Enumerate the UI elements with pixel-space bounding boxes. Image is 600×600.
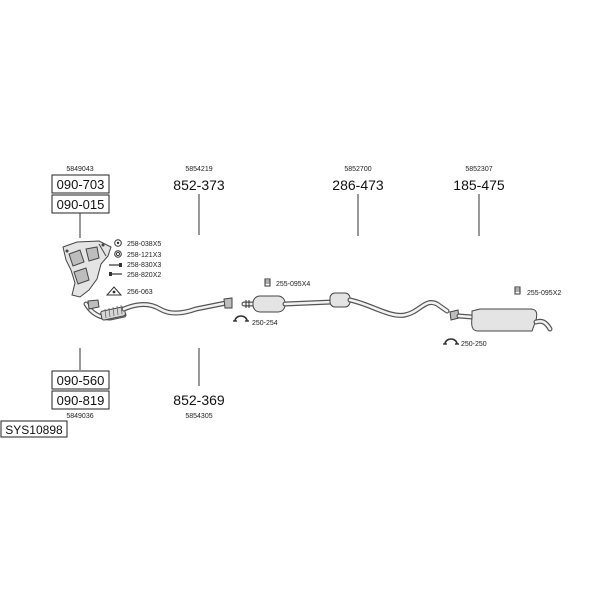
hardware-255-095x2[interactable]: 255-095X2	[527, 290, 561, 297]
part-number-090-703: 090-703	[57, 177, 105, 192]
part-number-286-473[interactable]: 286-473	[332, 177, 384, 193]
bracket-bolt-icon-rear	[514, 286, 521, 295]
hardware-255-095x4[interactable]: 255-095X4	[276, 281, 310, 288]
hardware-256-063[interactable]: 256-063	[127, 289, 153, 296]
part-box-090-015[interactable]: 090-015	[51, 194, 110, 214]
system-code-box: SYS10898	[0, 420, 68, 438]
system-code: SYS10898	[5, 423, 63, 437]
clamp-icon-rear	[443, 338, 459, 345]
oem-number-5852307: 5852307	[465, 166, 492, 173]
part-number-852-373[interactable]: 852-373	[173, 177, 225, 193]
oem-number-5854305: 5854305	[185, 413, 212, 420]
stud-icon	[109, 272, 122, 276]
part-number-090-015: 090-015	[57, 197, 105, 212]
bolt-icon	[109, 263, 122, 267]
ring-icon	[114, 250, 122, 258]
hardware-250-250[interactable]: 250-250	[461, 341, 487, 348]
pipe-clamp-bracket	[245, 300, 250, 308]
part-box-090-560[interactable]: 090-560	[51, 370, 110, 390]
hardware-258-121x3[interactable]: 258-121X3	[127, 252, 161, 259]
center-silencer	[241, 292, 450, 318]
part-number-852-369[interactable]: 852-369	[173, 392, 225, 408]
oem-number-5852700: 5852700	[344, 166, 371, 173]
part-box-090-703[interactable]: 090-703	[51, 174, 110, 194]
hardware-258-820x2[interactable]: 258-820X2	[127, 272, 161, 279]
flex-pipe	[100, 304, 126, 321]
intermediate-pipe	[121, 297, 233, 316]
oem-number-5854219: 5854219	[185, 166, 212, 173]
triangle-gasket-icon	[105, 286, 123, 296]
hardware-250-254[interactable]: 250-254	[252, 320, 278, 327]
part-number-090-560: 090-560	[57, 373, 105, 388]
rear-silencer	[449, 308, 553, 332]
hardware-258-830x3[interactable]: 258-830X3	[127, 262, 161, 269]
oem-number-5849043: 5849043	[66, 166, 93, 173]
clamp-icon	[233, 315, 249, 322]
oem-number-5849036: 5849036	[66, 413, 93, 420]
gasket-icon	[114, 239, 122, 247]
exhaust-manifold	[62, 240, 112, 298]
front-pipe	[83, 299, 127, 321]
part-box-090-819[interactable]: 090-819	[51, 390, 110, 410]
part-number-090-819: 090-819	[57, 393, 105, 408]
part-number-185-475[interactable]: 185-475	[453, 177, 505, 193]
bracket-bolt-icon	[264, 278, 271, 287]
hardware-258-038x5[interactable]: 258-038X5	[127, 241, 161, 248]
